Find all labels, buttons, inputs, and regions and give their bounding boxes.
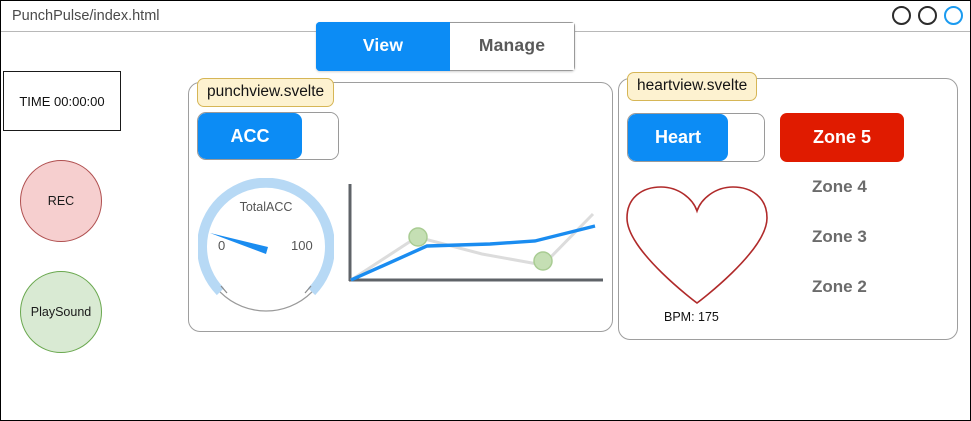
heart-toggle[interactable]: Heart xyxy=(627,113,765,162)
heart-toggle-on-label[interactable]: Heart xyxy=(628,114,728,161)
zone-2-label[interactable]: Zone 2 xyxy=(812,277,867,296)
chart-marker-2 xyxy=(533,251,553,271)
tab-view[interactable]: View xyxy=(316,22,450,71)
chart-blue-series xyxy=(350,224,596,282)
zone-4-label[interactable]: Zone 4 xyxy=(812,177,867,196)
time-display: TIME 00:00:00 xyxy=(3,71,121,131)
acc-toggle-on-label[interactable]: ACC xyxy=(198,113,302,159)
heart-toggle-off-segment[interactable] xyxy=(728,114,764,161)
gauge-tick-min xyxy=(220,285,228,294)
window-controls xyxy=(892,6,963,25)
gauge-min-label: 0 xyxy=(218,238,226,253)
gauge-tick-max xyxy=(304,285,312,294)
heart-outline xyxy=(626,186,768,304)
punchview-panel-tag: punchview.svelte xyxy=(197,78,335,107)
gauge-band xyxy=(197,177,335,296)
window-title: PunchPulse/index.html xyxy=(12,8,160,24)
bpm-value: BPM: 175 xyxy=(664,310,719,324)
acc-toggle[interactable]: ACC xyxy=(197,112,339,160)
line-chart-svg xyxy=(348,184,603,282)
chart-gray-series xyxy=(350,212,595,282)
acc-line-chart xyxy=(345,184,603,288)
gauge-max-label: 100 xyxy=(291,238,313,253)
gauge-title: TotalACC xyxy=(239,200,293,214)
zone-5-badge[interactable]: Zone 5 xyxy=(780,113,904,162)
gauge-svg xyxy=(197,177,335,312)
zone-3-label[interactable]: Zone 3 xyxy=(812,227,867,246)
playsound-button[interactable]: PlaySound xyxy=(20,271,102,353)
totalacc-gauge: TotalACC 0 100 xyxy=(197,177,335,314)
gauge-needle xyxy=(210,233,268,254)
chart-marker-1 xyxy=(408,227,428,247)
window-control-maximize-icon[interactable] xyxy=(918,6,937,25)
tab-manage[interactable]: Manage xyxy=(450,22,575,71)
heartview-panel-tag: heartview.svelte xyxy=(627,72,758,101)
heart-svg xyxy=(626,186,768,304)
heart-icon xyxy=(623,185,771,307)
rec-button[interactable]: REC xyxy=(20,160,102,242)
window-control-close-icon[interactable] xyxy=(944,6,963,25)
acc-toggle-off-segment[interactable] xyxy=(302,113,338,159)
tab-bar: View Manage xyxy=(316,22,575,71)
window-control-minimize-icon[interactable] xyxy=(892,6,911,25)
